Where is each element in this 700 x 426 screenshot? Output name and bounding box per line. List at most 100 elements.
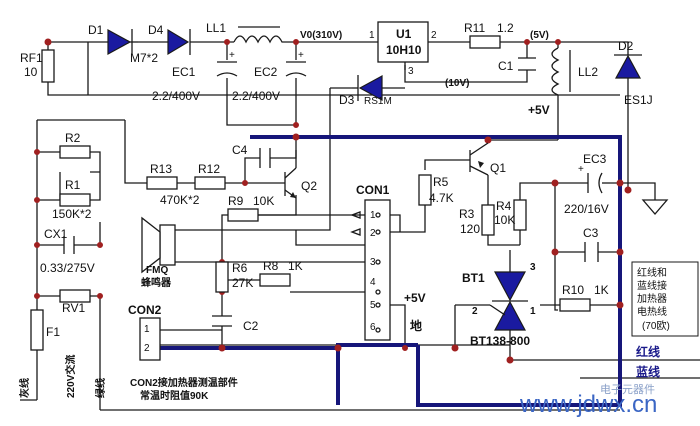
label-10v: (10V) — [445, 78, 469, 89]
label-con1-pin2: 2 — [370, 228, 376, 239]
transistor-q1 — [469, 142, 489, 176]
label-r11: R11 — [464, 21, 485, 35]
resistor-r3 — [481, 204, 495, 236]
heater-note-line3: 加热器 — [637, 292, 667, 305]
resistor-r12 — [194, 176, 226, 190]
heater-note-line1: 红线和 — [637, 266, 667, 279]
label-q2: Q2 — [301, 179, 317, 193]
inductor-ll1 — [233, 26, 284, 44]
capacitor-ec3: + — [578, 164, 610, 194]
label-con1-pin6: 6 — [370, 322, 376, 333]
label-u1-pin3: 3 — [408, 66, 414, 77]
heater-note-line4: 电热线 — [637, 305, 667, 318]
label-con1: CON1 — [356, 183, 390, 197]
label-d3-part: RS1M — [364, 96, 392, 107]
label-r12: R12 — [198, 162, 220, 176]
diode-d4 — [167, 28, 191, 56]
label-cx1: CX1 — [44, 227, 68, 241]
resistor-r4 — [513, 199, 527, 231]
label-r3-value: 120 — [460, 222, 480, 236]
label-blue-wire: 蓝线 — [636, 364, 660, 379]
label-ec1-value: 2.2/400V — [152, 89, 200, 103]
buzzer-fmq — [141, 216, 176, 274]
resistor-r9 — [227, 208, 259, 222]
label-q1: Q1 — [490, 161, 506, 175]
label-rf1: RF1 — [20, 51, 43, 65]
label-bt1-pin2: 2 — [472, 306, 478, 317]
capacitor-c3 — [584, 242, 599, 262]
label-n-wire: 灰线 — [18, 378, 31, 398]
label-ac: 220V交流 — [64, 355, 77, 398]
resistor-r8 — [259, 273, 291, 287]
label-bt1-part: BT138-800 — [470, 334, 530, 348]
label-plus5v-top: +5V — [528, 103, 550, 117]
label-u1: U1 — [396, 27, 412, 41]
watermark: 电子元器件 www.jdwx.cn — [519, 383, 657, 418]
label-r1-value: 150K*2 — [52, 207, 92, 221]
resistor-r1 — [59, 193, 91, 207]
label-ec2: EC2 — [254, 65, 278, 79]
label-con2-pin2: 2 — [144, 343, 150, 354]
resistors — [30, 35, 591, 351]
label-fmq: FMQ — [146, 265, 168, 276]
diode-d3 — [352, 74, 383, 102]
resistor-r10 — [559, 298, 591, 312]
label-d2-part: ES1J — [624, 93, 653, 107]
capacitor-cx1 — [63, 236, 75, 254]
label-d3: D3 — [339, 93, 355, 107]
label-u1-part: 10H10 — [386, 43, 422, 57]
label-con1-plus5v: +5V — [404, 291, 426, 305]
inductor-ll2 — [551, 47, 571, 96]
label-u1-pin1: 1 — [369, 30, 375, 41]
label-r5-value: 4.7K — [429, 191, 454, 205]
label-r11-value: 1.2 — [497, 21, 514, 35]
label-ec1: EC1 — [172, 65, 196, 79]
label-r5: R5 — [433, 175, 449, 189]
label-fmq-desc: 蜂鸣器 — [141, 276, 172, 289]
label-ll1: LL1 — [206, 21, 226, 35]
label-red-wire: 红线 — [636, 344, 660, 359]
capacitors: + + + — [63, 50, 610, 327]
label-r6: R6 — [232, 261, 248, 275]
resistor-rv1 — [59, 289, 91, 303]
watermark-small: 电子元器件 — [600, 383, 655, 396]
label-l-wire: 绿线 — [94, 378, 107, 398]
label-r1: R1 — [65, 178, 81, 192]
con2-note-line2: 常温时阻值90K — [140, 389, 209, 402]
label-c3: C3 — [583, 226, 599, 240]
capacitor-c1 — [518, 57, 536, 71]
label-r8-value: 1K — [288, 259, 303, 273]
label-d4-value: M7*2 — [130, 51, 158, 65]
label-v0: V0(310V) — [300, 30, 342, 41]
label-ll2: LL2 — [578, 65, 598, 79]
label-f1: F1 — [46, 325, 60, 339]
label-d2: D2 — [618, 39, 634, 53]
label-con2-pin1: 1 — [144, 324, 150, 335]
label-d1: D1 — [88, 23, 104, 37]
con2-note-line1: CON2接加热器测温部件 — [130, 376, 238, 389]
svg-text:+: + — [298, 50, 304, 61]
svg-text:+: + — [578, 164, 584, 175]
label-5v: (5V) — [530, 30, 549, 41]
triac-bt1 — [489, 271, 528, 331]
heater-note-line2: 蓝线接 — [637, 279, 667, 292]
label-r9-value: 10K — [253, 194, 274, 208]
label-r2: R2 — [65, 131, 81, 145]
capacitor-c2 — [212, 315, 232, 327]
label-r4-value: 10K — [494, 213, 515, 227]
resistor-r11 — [469, 35, 501, 49]
label-c2: C2 — [243, 319, 259, 333]
label-con1-pin3: 3 — [370, 257, 376, 268]
label-r12-r13-value: 470K*2 — [160, 193, 200, 207]
diode-d2 — [614, 54, 642, 79]
label-bt1-pin3: 3 — [530, 262, 536, 273]
label-d4: D4 — [148, 23, 164, 37]
diodes — [107, 28, 642, 102]
resistor-rf1 — [41, 49, 55, 83]
svg-text:+: + — [229, 50, 235, 61]
label-u1-pin2: 2 — [431, 30, 437, 41]
ground-symbol — [641, 199, 669, 215]
label-r4: R4 — [496, 199, 512, 213]
label-con2: CON2 — [128, 303, 162, 317]
